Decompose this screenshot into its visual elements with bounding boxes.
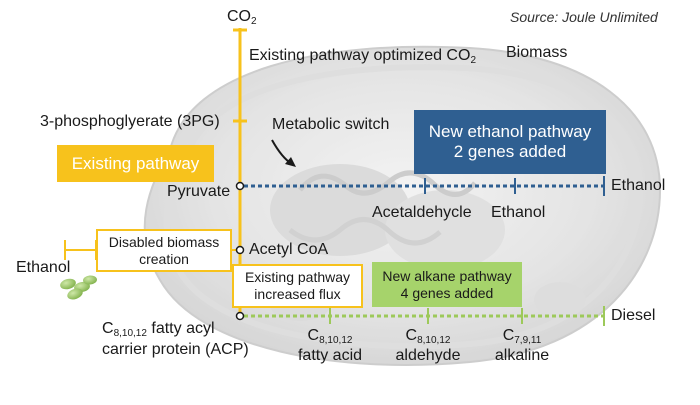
fatty-acyl-label: C8,10,12 fatty acyl	[102, 320, 215, 339]
ethanol-step-label: Ethanol	[491, 204, 546, 221]
increased-flux-line1: Existing pathway	[244, 269, 351, 285]
pyruvate-label: Pyruvate	[167, 183, 231, 200]
alkane-pathway-line	[244, 306, 605, 326]
fatty-acid-label: C8,10,12	[307, 327, 353, 346]
increased-flux-line2: increased flux	[254, 286, 341, 302]
acetyl-coa-label: Acetyl CoA	[249, 241, 329, 258]
alkane-pathway-title: New alkane pathway	[382, 267, 512, 284]
ethanol-pathway-box: New ethanol pathway 2 genes added	[414, 110, 606, 174]
disabled-biomass-line1: Disabled biomass	[108, 233, 220, 250]
disabled-biomass-box: Disabled biomass creation	[96, 229, 232, 272]
alkane-pathway-box: New alkane pathway 4 genes added	[372, 262, 522, 307]
acetaldehycle-label: Acetaldehycle	[372, 204, 472, 221]
3pg-label: 3-phosphoglyerate (3PG)	[40, 113, 220, 130]
fatty-acid-name: fatty acid	[297, 347, 363, 364]
existing-pathway-box: Existing pathway	[57, 145, 214, 182]
co2-top-label: CO2	[227, 8, 257, 27]
diesel-output-label: Diesel	[611, 307, 656, 324]
acp-node	[235, 311, 245, 321]
ethanol-output-label: Ethanol	[611, 177, 666, 194]
alkaline-label: C7,9,11	[502, 327, 542, 346]
acetyl-coa-node	[235, 245, 245, 255]
pyruvate-node	[235, 181, 245, 191]
ethanol-left-label: Ethanol	[16, 259, 71, 276]
biomass-label: Biomass	[506, 44, 568, 61]
aldehyde-label: C8,10,12	[405, 327, 451, 346]
ethanol-pathway-title: New ethanol pathway	[428, 122, 592, 141]
existing-optimized-label: Existing pathway optimized CO2	[249, 47, 476, 66]
ethanol-pathway-line	[244, 176, 605, 196]
ethanol-droplets-icon	[60, 275, 97, 300]
metabolic-switch-arrow-icon	[271, 139, 296, 167]
increased-flux-box: Existing pathway increased flux	[232, 264, 363, 308]
alkaline-name: alkaline	[494, 347, 550, 364]
alkane-pathway-genes: 4 genes added	[400, 284, 494, 301]
ethanol-pathway-genes: 2 genes added	[453, 142, 567, 161]
aldehyde-name: aldehyde	[395, 347, 461, 364]
source-label: Source: Joule Unlimited	[510, 9, 658, 25]
metabolic-switch-label: Metabolic switch	[272, 116, 390, 133]
acp-label: carrier protein (ACP)	[102, 341, 249, 358]
disabled-biomass-line2: creation	[139, 250, 189, 267]
